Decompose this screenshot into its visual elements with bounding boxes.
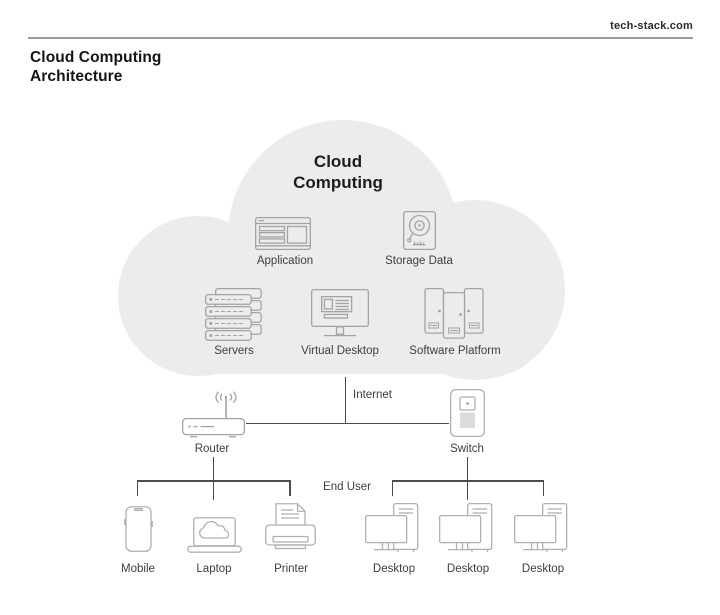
connector-desktop3-stub	[542, 480, 544, 496]
cloud-title: Cloud Computing	[238, 152, 438, 193]
desktop-computer-icon	[438, 502, 496, 556]
storage-data-label: Storage Data	[385, 255, 453, 267]
printer-icon	[265, 503, 316, 554]
connector-router-drop	[212, 457, 214, 481]
hard-drive-icon	[402, 210, 437, 251]
desktop-computer-icon	[364, 502, 422, 556]
application-label: Application	[256, 255, 314, 267]
connector-desktop1-stub	[391, 480, 393, 496]
smartphone-icon	[124, 506, 153, 552]
switch-label: Switch	[450, 443, 484, 455]
virtual-desktop-monitor-icon	[310, 288, 370, 338]
end-user-label: End User	[323, 481, 371, 493]
mobile-label: Mobile	[121, 563, 155, 575]
laptop-label: Laptop	[196, 563, 232, 575]
header-rule	[28, 37, 693, 39]
servers-label: Servers	[214, 345, 254, 357]
desktop-label: Desktop	[521, 563, 565, 575]
page-title-line1: Cloud Computing	[30, 49, 162, 66]
page-title: Cloud Computing Architecture	[30, 49, 162, 86]
router-label: Router	[194, 443, 230, 455]
desktop-label: Desktop	[372, 563, 416, 575]
virtual-desktop-label: Virtual Desktop	[301, 345, 379, 357]
cloud-title-line1: Cloud	[313, 152, 363, 171]
connector-printer-stub	[289, 480, 291, 496]
internet-label: Internet	[353, 389, 392, 401]
connector-internet-vertical	[344, 377, 346, 423]
desktop-computer-icon	[513, 502, 571, 556]
connector-desktop2-stub	[466, 480, 468, 500]
connector-laptop-stub	[212, 480, 214, 500]
application-window-icon	[254, 216, 312, 251]
laptop-cloud-icon	[187, 517, 242, 554]
desktop-label: Desktop	[446, 563, 490, 575]
software-platform-cabinets-icon	[424, 285, 484, 339]
page-title-line2: Architecture	[30, 67, 123, 85]
connector-mobile-stub	[136, 480, 138, 496]
wifi-router-icon	[181, 391, 246, 439]
printer-label: Printer	[274, 563, 308, 575]
cloud-title-line2: Computing	[293, 172, 383, 192]
connector-router-switch	[246, 422, 449, 424]
connector-switch-drop	[466, 457, 468, 481]
server-stack-icon	[204, 287, 262, 341]
network-switch-icon	[449, 388, 486, 438]
site-name: tech-stack.com	[610, 20, 693, 32]
software-platform-label: Software Platform	[409, 345, 501, 357]
